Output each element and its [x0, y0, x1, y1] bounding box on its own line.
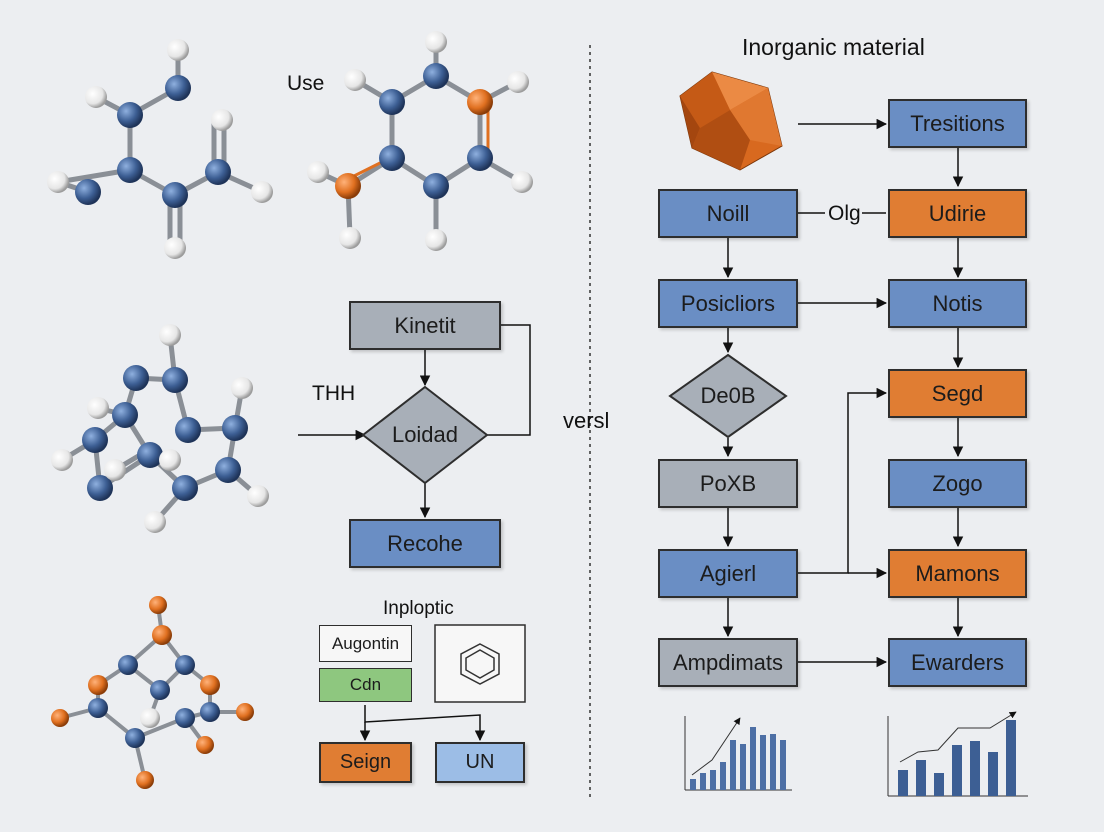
legend-connectors: [359, 705, 486, 742]
bar-chart-icon: [684, 716, 792, 791]
mamons-box[interactable]: Mamons: [888, 549, 1027, 598]
use-label: Use: [287, 72, 325, 95]
de0b-label[interactable]: De0B: [700, 383, 756, 408]
recohe-box[interactable]: Recohe: [349, 519, 501, 568]
poxb-box[interactable]: PoXB: [658, 459, 798, 508]
zogo-box[interactable]: Zogo: [888, 459, 1027, 508]
left-flow-connectors: [298, 324, 531, 519]
bar-chart-icon: [887, 711, 1028, 797]
posicliors-box[interactable]: Posicliors: [658, 279, 798, 328]
augontin-box[interactable]: Augontin: [319, 625, 412, 662]
crystal-icon: [679, 71, 783, 171]
de0b-decision-diamond: [668, 353, 788, 439]
versl-label: versl: [563, 408, 610, 433]
tresitions-box[interactable]: Tresitions: [888, 99, 1027, 148]
molecule-icon: [47, 39, 273, 259]
noill-box[interactable]: Noill: [658, 189, 798, 238]
molecule-icon: [51, 596, 254, 789]
segd-box[interactable]: Segd: [888, 369, 1027, 418]
ampdimats-box[interactable]: Ampdimats: [658, 638, 798, 687]
inploptic-label: Inploptic: [383, 598, 454, 619]
seign-box[interactable]: Seign: [319, 742, 412, 783]
inorganic-title: Inorganic material: [742, 34, 925, 60]
cdn-box[interactable]: Cdn: [319, 668, 412, 702]
thh-label: THH: [312, 382, 356, 405]
molecule-icon: [51, 324, 269, 533]
loidad-label[interactable]: Loidad: [391, 422, 459, 447]
udirie-box[interactable]: Udirie: [888, 189, 1027, 238]
agierl-box[interactable]: Agierl: [658, 549, 798, 598]
kinetit-box[interactable]: Kinetit: [349, 301, 501, 350]
notis-box[interactable]: Notis: [888, 279, 1027, 328]
un-box[interactable]: UN: [435, 742, 525, 783]
ewarders-box[interactable]: Ewarders: [888, 638, 1027, 687]
loidad-decision-diamond: [361, 385, 489, 485]
benzene-box: [434, 624, 526, 703]
olg-label: Olg: [828, 202, 861, 225]
molecule-icon: [307, 31, 533, 251]
right-flow-connectors: [722, 118, 964, 668]
benzene-ring-icon: [460, 643, 500, 685]
